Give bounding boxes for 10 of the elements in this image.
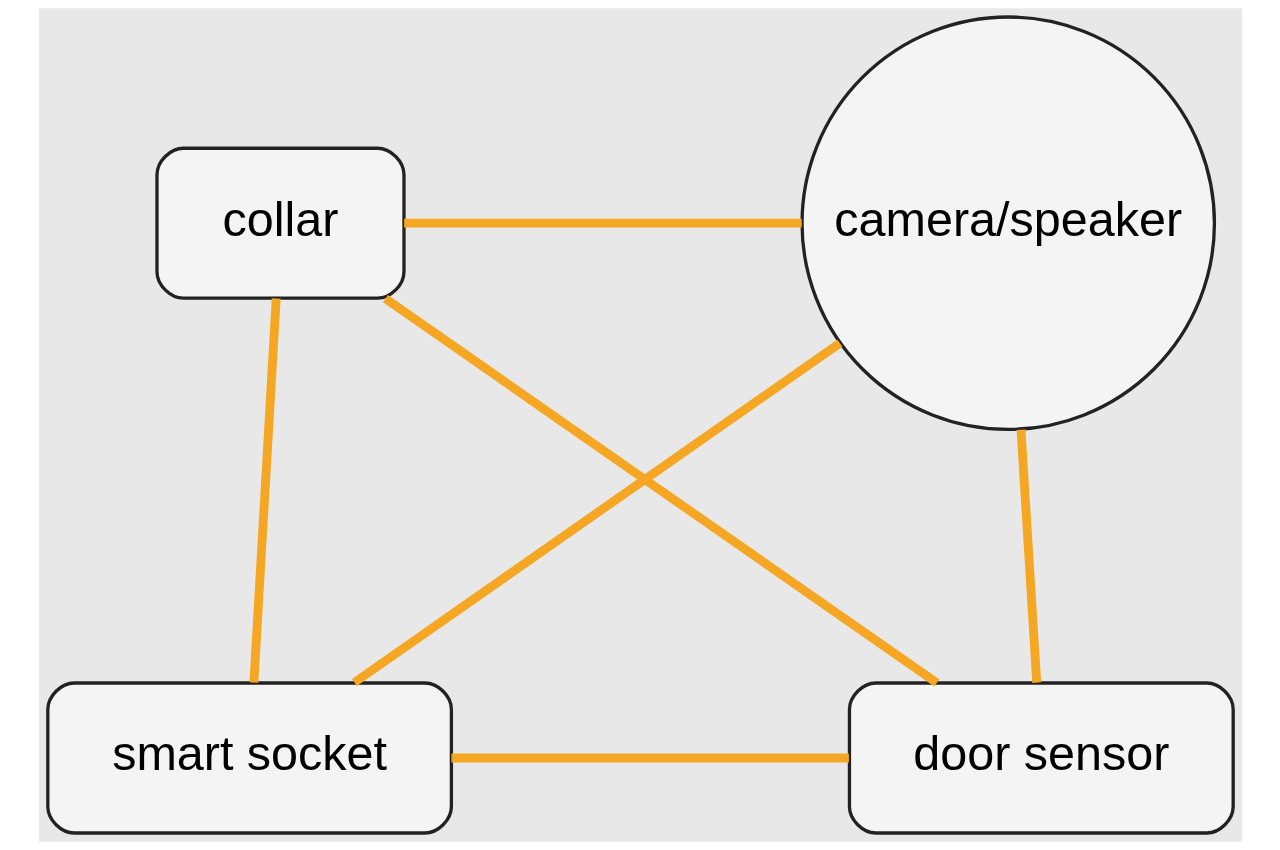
connector [403,218,802,228]
node-box: door sensor [847,681,1235,835]
node-box: collar [154,146,406,300]
node-circle: camera/speaker [799,15,1216,432]
node-box: smart socket [45,681,453,835]
connector [450,753,849,763]
connector [382,295,939,687]
connector [351,339,842,687]
connector [248,298,281,683]
connector [1016,429,1041,683]
